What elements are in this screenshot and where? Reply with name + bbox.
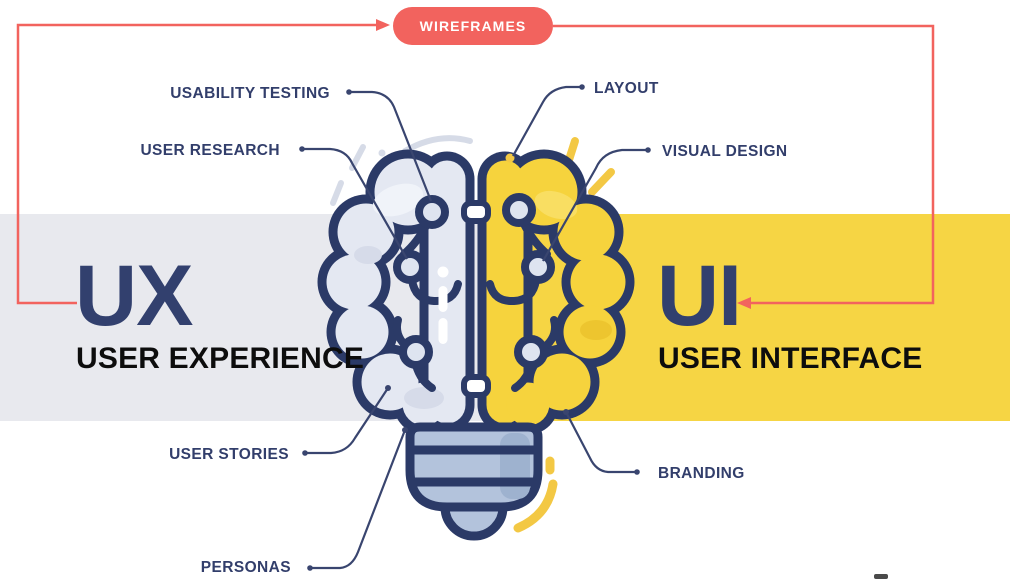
wireframes-arrow-right [553,24,935,309]
highlight-i-icon [437,266,449,344]
branding-line [565,411,635,474]
usability-testing-line [351,90,433,202]
ux-acronym: UX [75,248,193,344]
label-personas: PERSONAS [200,559,291,576]
gray-spark-dot-icon [378,149,386,157]
user-research-line [304,147,408,260]
arrowhead-left-icon [737,297,751,309]
personas-line [312,429,407,570]
wireframes-badge: WIREFRAMES [393,7,553,45]
ux-title: USER EXPERIENCE [76,342,365,375]
label-visual-design: VISUAL DESIGN [662,143,788,160]
label-layout: LAYOUT [594,80,659,97]
leader-dots [299,84,651,571]
wireframes-badge-label: WIREFRAMES [419,18,527,34]
user-stories-line [307,387,389,455]
visual-design-line [542,148,646,262]
circuit-nodes-icon [393,193,555,369]
bulb-base-icon [405,422,543,541]
label-branding: BRANDING [658,465,745,482]
bottom-edge-artifact [874,574,888,579]
label-user-stories: USER STORIES [169,446,289,463]
label-usability-testing: USABILITY TESTING [170,85,330,102]
ui-title: USER INTERFACE [658,342,923,375]
yellow-arc-icon [513,456,558,533]
layout-line [512,85,580,157]
leader-lines [304,85,646,570]
layout-anchor-dot-icon [505,153,515,163]
brain-right-hemisphere-icon [477,149,635,435]
arrowhead-right-icon [376,19,390,31]
brain-stem-connectors-icon [461,200,491,398]
ui-acronym: UI [657,248,742,344]
wireframes-arrow-left [16,19,390,305]
label-user-research: USER RESEARCH [140,142,280,159]
